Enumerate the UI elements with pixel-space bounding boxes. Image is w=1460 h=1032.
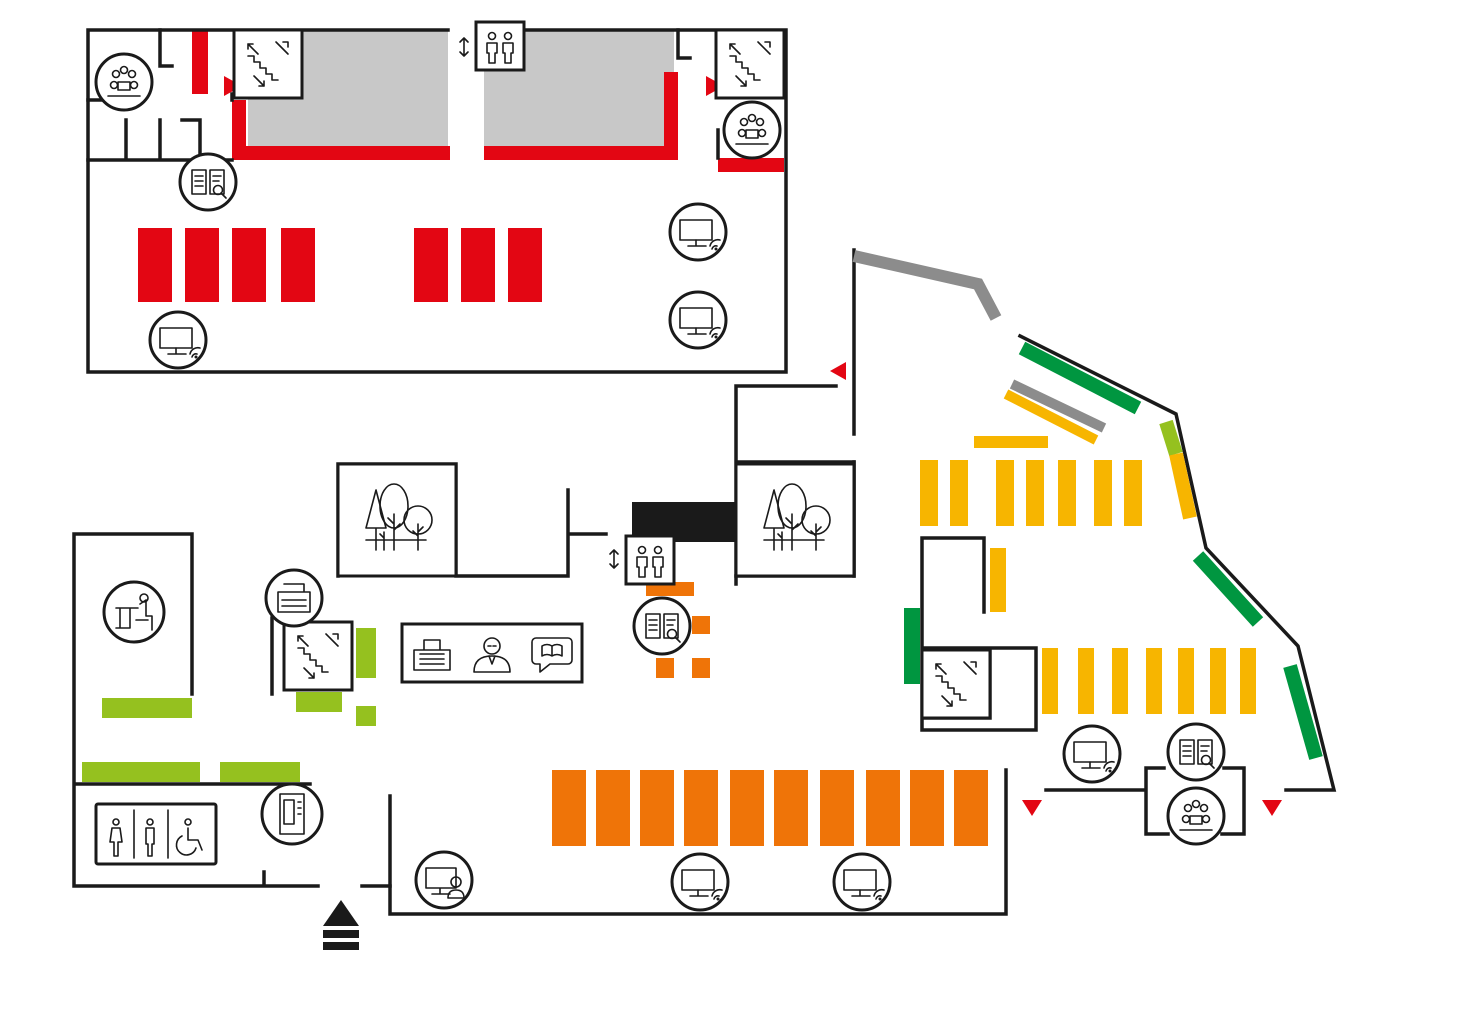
study-desk-icon[interactable] [102, 580, 166, 644]
elevator-arrow-icon [609, 549, 619, 569]
emergency-exit-marker [1262, 800, 1282, 816]
stairs-icon[interactable] [920, 648, 992, 720]
perimeter-zone-bands [852, 250, 1323, 760]
catalogue-search-icon[interactable] [178, 152, 238, 212]
computer-wifi-icon[interactable] [1062, 724, 1122, 784]
group-study-room-icon[interactable] [94, 52, 154, 112]
garden-trees-icon [336, 462, 458, 578]
stairs-icon[interactable] [714, 28, 786, 100]
catalogue-search-icon[interactable] [632, 596, 692, 656]
emergency-exit-marker [830, 362, 846, 380]
elevator-icon[interactable] [474, 20, 526, 72]
computer-wifi-icon[interactable] [668, 290, 728, 350]
upper-floor [86, 20, 788, 374]
stairs-icon[interactable] [282, 620, 354, 692]
group-study-room-icon[interactable] [722, 100, 782, 160]
computer-wifi-icon[interactable] [148, 310, 208, 370]
service-panel [400, 622, 584, 684]
green-zone-shelf[interactable] [904, 608, 920, 684]
orange-zone-shelves[interactable] [552, 582, 988, 846]
reading-help-icon[interactable] [531, 637, 573, 673]
emergency-exit-marker [1022, 800, 1042, 816]
computer-wifi-icon[interactable] [668, 202, 728, 262]
group-study-room-icon[interactable] [1166, 786, 1226, 846]
lower-floor [72, 248, 1337, 950]
catalogue-search-icon[interactable] [1166, 722, 1226, 782]
yellow-zone-shelves[interactable] [920, 436, 1256, 714]
garden-trees-icon [734, 462, 856, 578]
light-green-zone-shelves[interactable] [82, 628, 376, 782]
red-zone-shelves[interactable] [138, 228, 542, 302]
red-zone-walls [192, 30, 784, 172]
entrance-icon[interactable] [323, 900, 359, 950]
computer-workstation-icon[interactable] [414, 850, 474, 910]
service-desk-icon[interactable] [413, 639, 451, 671]
elevator-icon[interactable] [624, 534, 676, 586]
stairs-icon[interactable] [232, 28, 304, 100]
computer-wifi-icon[interactable] [832, 852, 892, 912]
personal-assistance-icon[interactable] [473, 637, 511, 673]
elevator-arrow-icon [459, 37, 469, 57]
computer-wifi-icon[interactable] [670, 852, 730, 912]
copier-icon[interactable] [264, 568, 324, 628]
vending-machine-icon[interactable] [260, 782, 324, 846]
restroom-icon[interactable] [94, 802, 218, 866]
